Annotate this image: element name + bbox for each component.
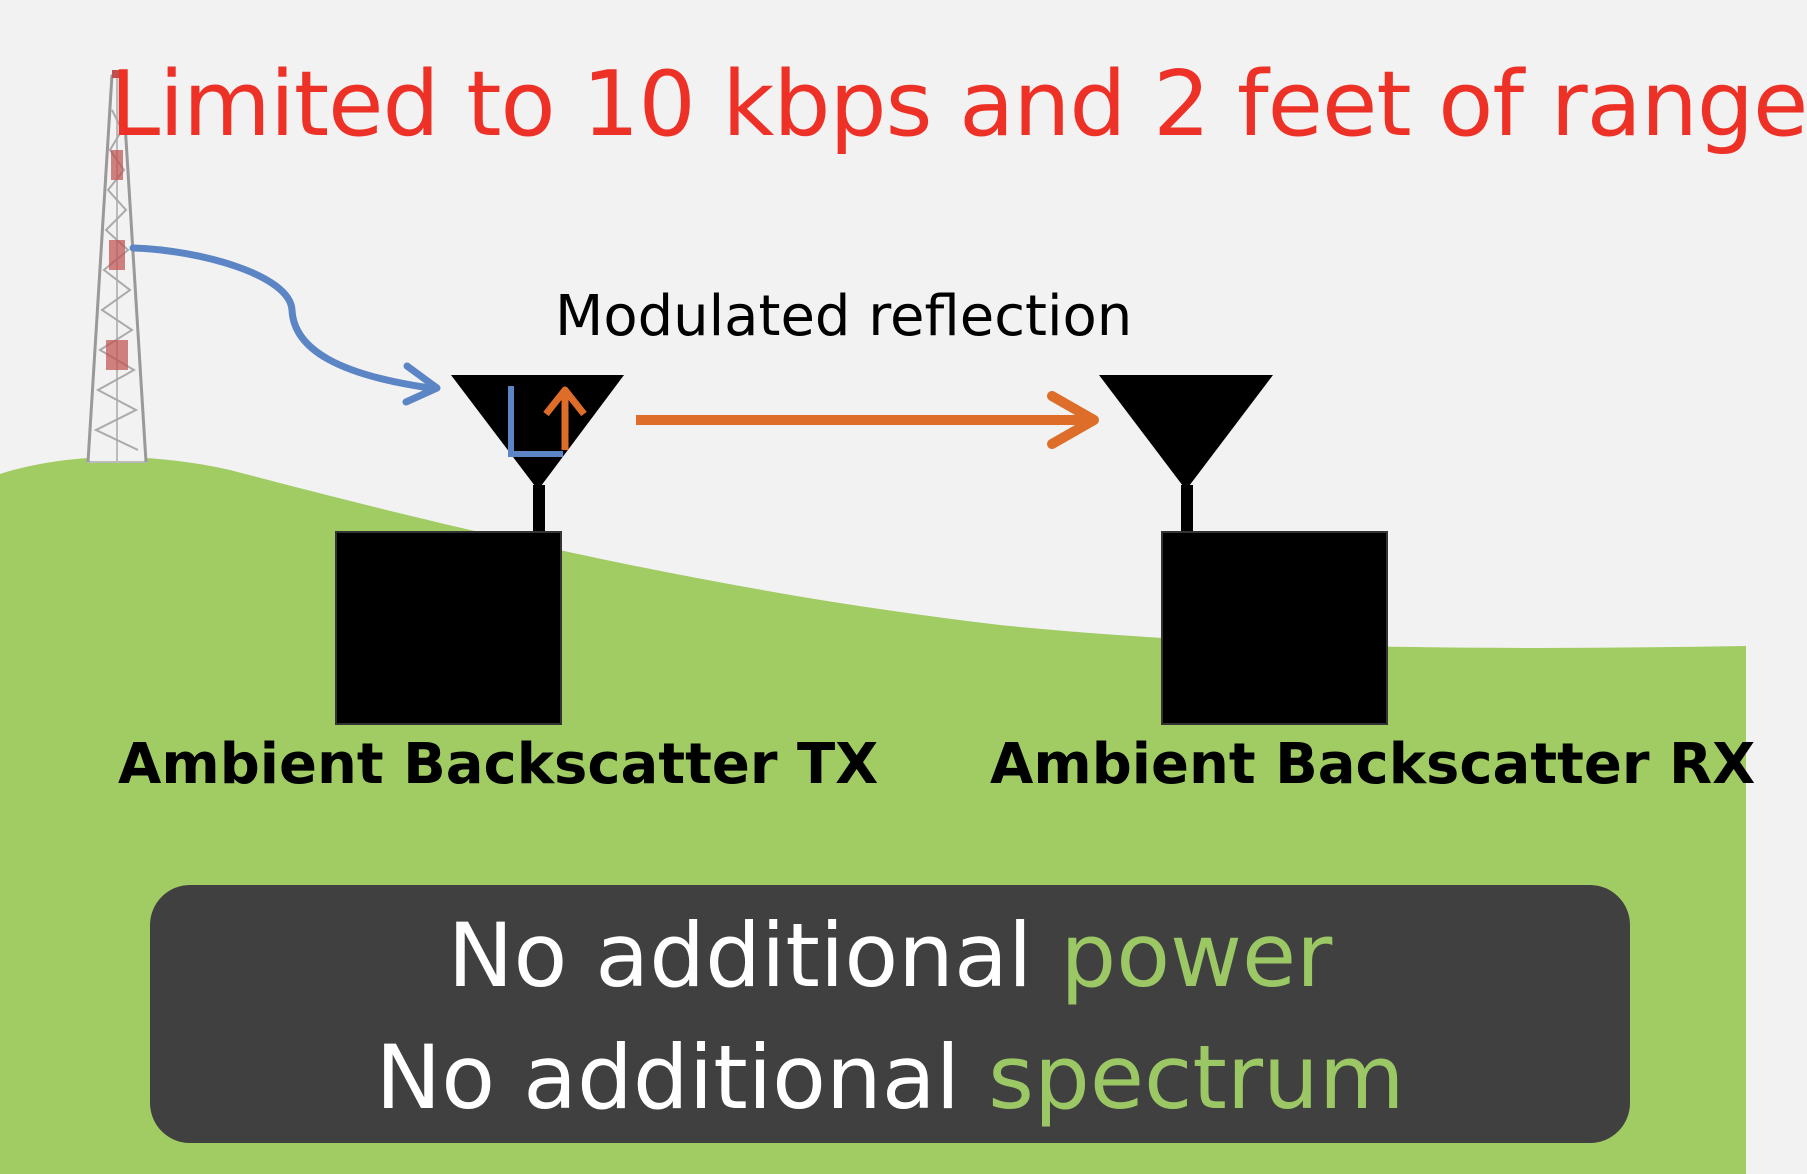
- info-line1-prefix: No additional: [447, 904, 1033, 1007]
- tx-reflect-arrow-icon: [543, 386, 587, 450]
- rx-device: [1099, 375, 1388, 725]
- info-line-power: No additional power: [150, 895, 1630, 1017]
- radio-tower-icon: [86, 70, 148, 463]
- info-line2-highlight: spectrum: [988, 1026, 1405, 1129]
- info-line2-prefix: No additional: [375, 1026, 961, 1129]
- rx-antenna-icon: [1099, 375, 1273, 490]
- incident-signal-arrow: [129, 244, 441, 406]
- reflected-signal-arrow: [636, 391, 1099, 449]
- rx-label: Ambient Backscatter RX: [990, 732, 1756, 797]
- modulated-reflection-label: Modulated reflection: [555, 284, 1133, 349]
- tx-label: Ambient Backscatter TX: [118, 732, 879, 797]
- slide-title: Limited to 10 kbps and 2 feet of range: [110, 52, 1807, 157]
- info-line-spectrum: No additional spectrum: [150, 1017, 1630, 1139]
- tx-device: [335, 375, 624, 725]
- info-box: No additional power No additional spectr…: [150, 885, 1630, 1143]
- tx-switch-icon: [508, 386, 563, 457]
- tx-antenna-icon: [451, 375, 624, 490]
- info-line1-highlight: power: [1060, 904, 1333, 1007]
